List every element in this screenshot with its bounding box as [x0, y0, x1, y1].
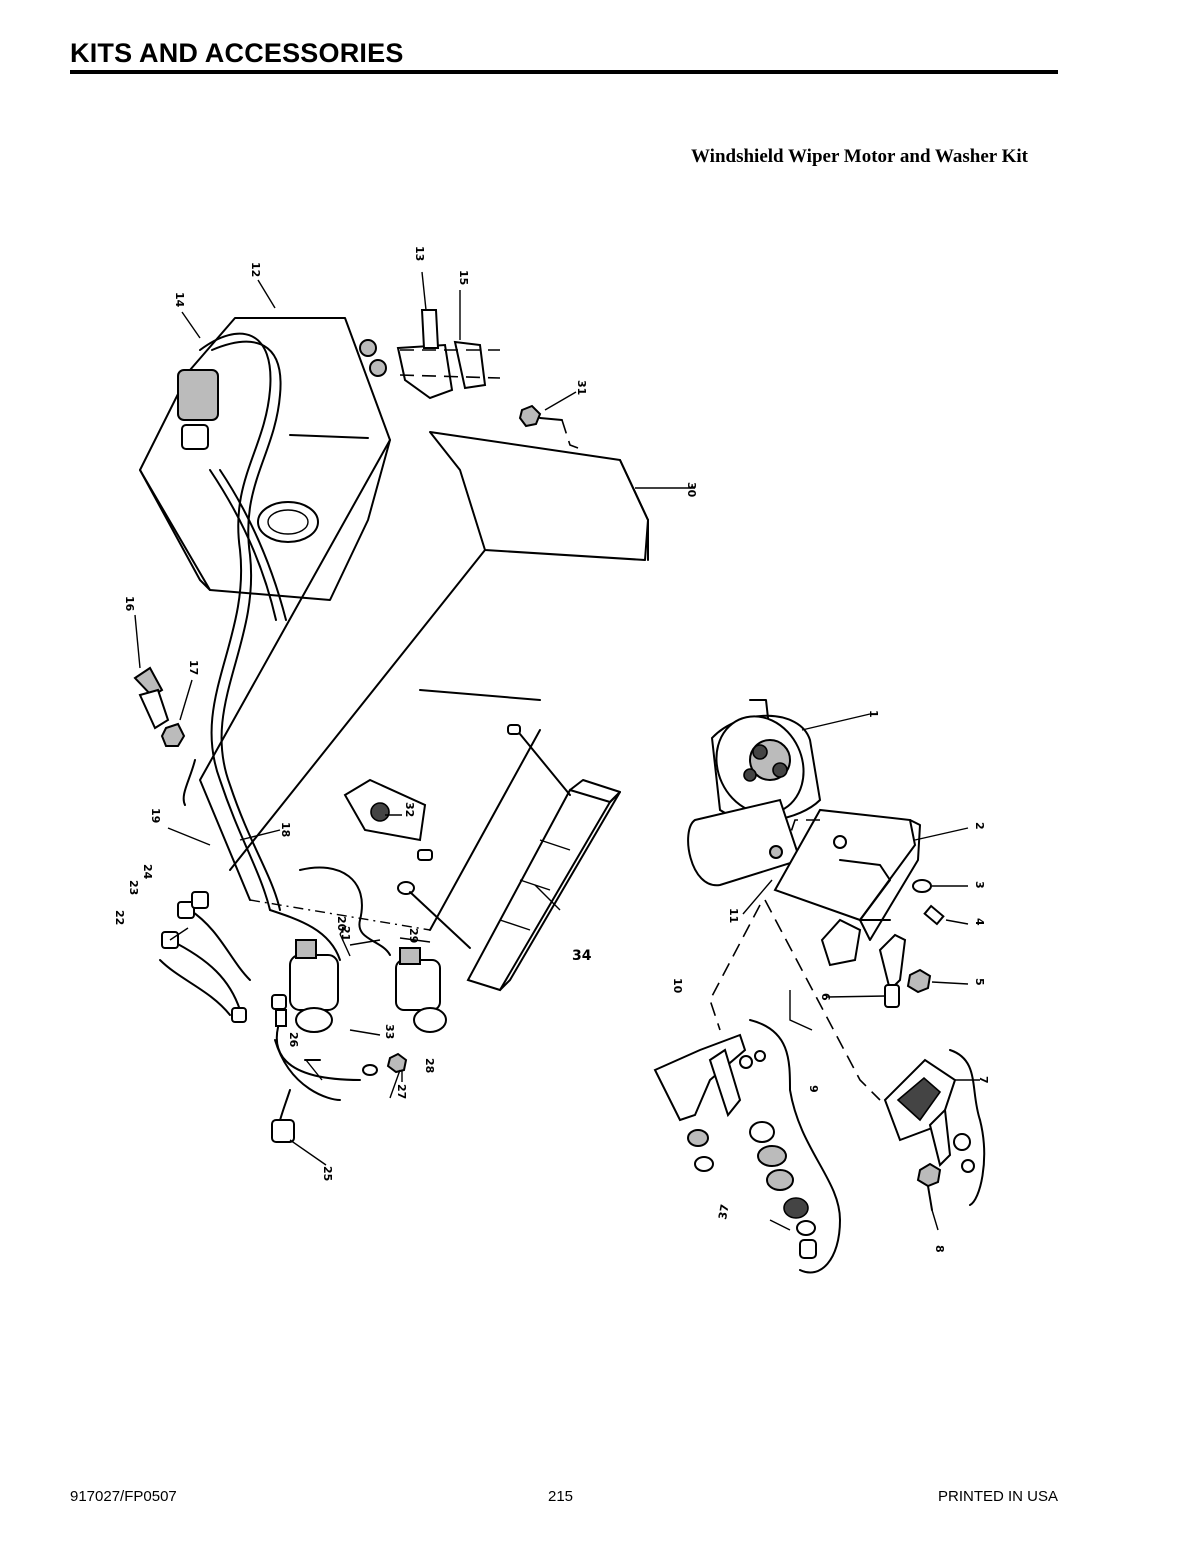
- callout-16: 16: [123, 596, 136, 612]
- trim-strip: [409, 733, 621, 992]
- callout-4: 4: [973, 918, 986, 926]
- callout-18: 18: [279, 822, 292, 837]
- callout-25: 25: [321, 1166, 334, 1181]
- washer-hoses: [182, 332, 287, 911]
- callout-22: 22: [113, 910, 126, 925]
- callout-37: 37: [716, 1203, 731, 1220]
- pivot-left: [653, 1019, 841, 1274]
- wiring-harness: [159, 866, 408, 1143]
- bolt-31: [518, 404, 579, 449]
- callout-17: 17: [187, 660, 200, 675]
- wiper-motor: [687, 699, 822, 887]
- leader-lines: [134, 271, 980, 1231]
- callout-30: 30: [685, 482, 698, 498]
- callout-21: 21: [339, 926, 352, 941]
- callout-14: 14: [173, 292, 186, 308]
- callout-7: 7: [977, 1076, 990, 1084]
- bracket-fittings: [359, 309, 501, 400]
- washer-switch: [395, 947, 447, 1033]
- callout-15: 15: [457, 270, 470, 285]
- callout-26: 26: [287, 1032, 300, 1048]
- callout-31: 31: [575, 380, 588, 395]
- wiper-switch: [289, 939, 339, 1033]
- motor-bracket: [769, 808, 921, 967]
- callout-1: 1: [867, 710, 880, 718]
- callout-28: 28: [423, 1058, 436, 1073]
- callout-8: 8: [933, 1245, 946, 1253]
- callout-2: 2: [973, 822, 986, 830]
- printed-notice: PRINTED IN USA: [937, 1488, 1058, 1505]
- callout-20: 20: [335, 916, 348, 932]
- callout-12: 12: [249, 262, 262, 277]
- callout-32: 32: [403, 802, 416, 817]
- callout-6: 6: [819, 993, 832, 1001]
- callout-13: 13: [413, 246, 426, 261]
- callout-27: 27: [395, 1084, 408, 1099]
- mounting-panel: [199, 431, 649, 931]
- document-code: 917027/FP0507: [70, 1488, 177, 1505]
- exploded-parts-diagram: 1 2 3 4 5 6 7 8 9 10 11 12 13 14 15 16 1…: [100, 220, 1040, 1300]
- callout-24: 24: [141, 864, 154, 880]
- control-knob: [343, 724, 521, 895]
- linkage-parts: [709, 819, 945, 1101]
- washer-nozzle: [133, 666, 186, 747]
- callout-23: 23: [127, 880, 140, 895]
- section-title: KITS AND ACCESSORIES: [70, 38, 404, 68]
- callout-numbers: 1 2 3 4 5 6 7 8 9 10 11 12 13 14 15 16 1…: [113, 246, 990, 1253]
- pivot-right: [883, 1049, 986, 1211]
- page-number: 215: [548, 1488, 574, 1505]
- callout-34: 34: [572, 948, 592, 964]
- callout-29: 29: [407, 928, 420, 943]
- callout-9: 9: [807, 1085, 820, 1093]
- callout-10: 10: [671, 978, 684, 994]
- washer-reservoir: [139, 317, 391, 601]
- callout-5: 5: [973, 978, 986, 986]
- figure-title: Windshield Wiper Motor and Washer Kit: [691, 146, 1028, 167]
- callout-11: 11: [727, 908, 740, 923]
- callout-19: 19: [149, 808, 162, 823]
- callout-33: 33: [383, 1024, 396, 1039]
- callout-3: 3: [973, 881, 986, 889]
- header-rule: [70, 70, 1058, 74]
- washer-pump: [177, 369, 219, 450]
